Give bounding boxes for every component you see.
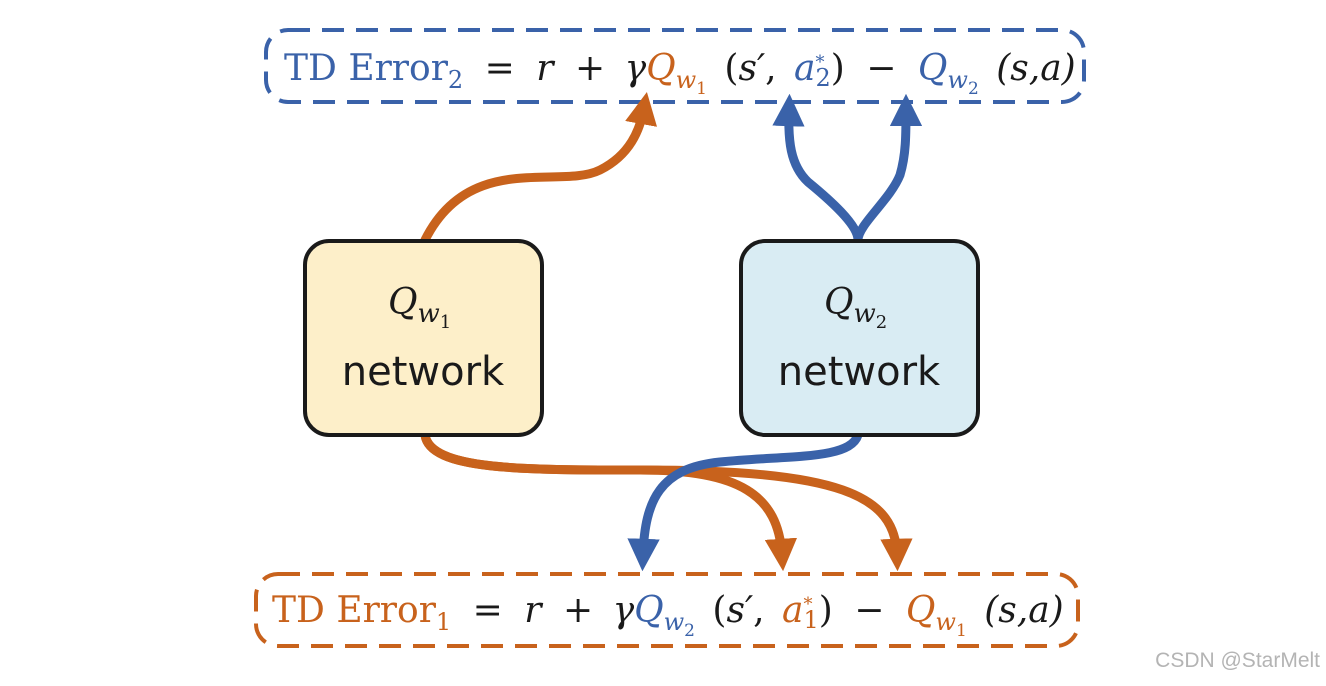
top-equation: TD Error2 = r + γQw1 (s′, a*2) − Qw2 (s,… — [284, 48, 1076, 99]
arrow-node2-to-top-q — [853, 93, 923, 245]
q-w1-network-box — [303, 239, 544, 437]
arrow-node1-to-bottom-q — [420, 430, 913, 572]
q-w2-network-box — [739, 239, 980, 437]
q-w1-symbol: Qw1 — [388, 282, 451, 333]
q-w2-network-label: network — [778, 349, 941, 395]
bottom-equation: TD Error1 = r + γQw2 (s′, a*1) − Qw1 (s,… — [272, 590, 1064, 641]
arrow-node2-to-bottom-target — [627, 430, 863, 572]
arrow-node1-to-top-target — [420, 92, 658, 245]
q-w2-symbol: Qw2 — [824, 282, 887, 333]
arrow-node2-to-top-argmax — [772, 93, 863, 245]
top-equation-frame — [264, 28, 1086, 104]
bottom-equation-frame — [254, 572, 1080, 648]
q-w1-network-label: network — [342, 349, 505, 395]
arrow-node1-to-bottom-argmax — [420, 430, 798, 572]
watermark: CSDN @StarMelt — [1155, 649, 1320, 672]
